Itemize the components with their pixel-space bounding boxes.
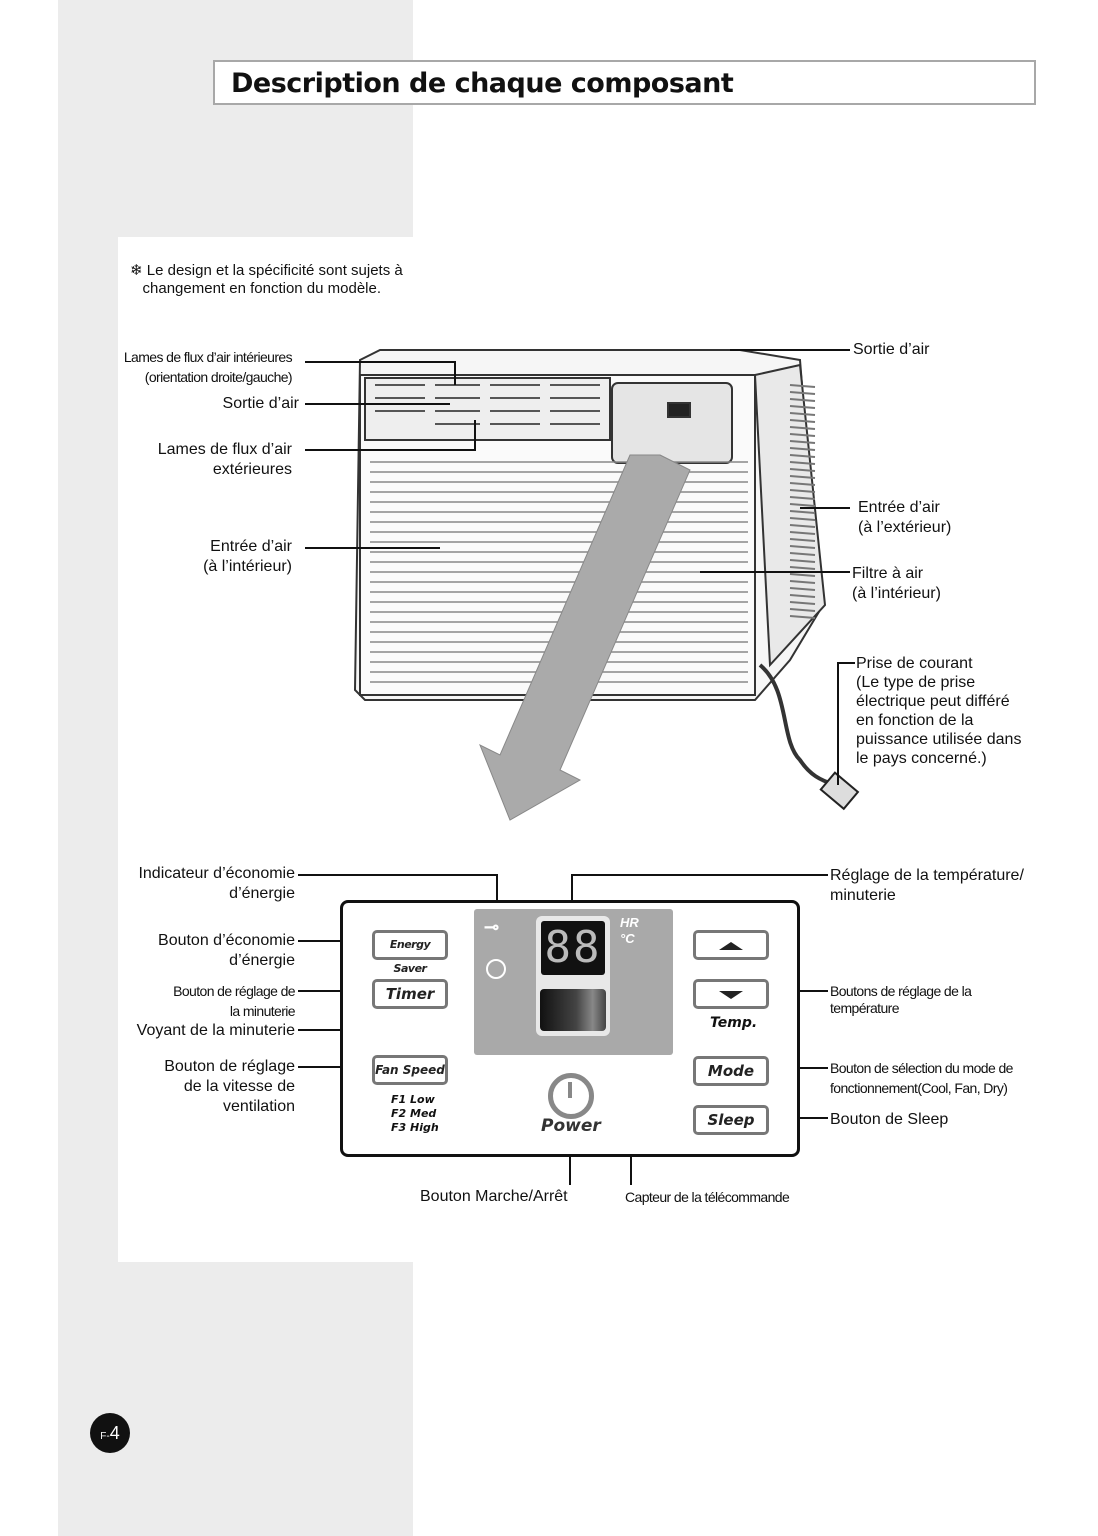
label-inner-louvers: Lames de flux d’air intérieures(orientat… bbox=[123, 349, 293, 385]
side-slat bbox=[789, 531, 816, 535]
fan-speed-button[interactable]: Fan Speed bbox=[372, 1055, 448, 1085]
energy-saver-indicator-icon: ⊸ bbox=[484, 917, 500, 937]
arrow-up-icon bbox=[719, 942, 743, 950]
mode-button[interactable]: Mode bbox=[693, 1056, 769, 1086]
sleep-button[interactable]: Sleep bbox=[693, 1105, 769, 1135]
energy-saver-button[interactable]: Energy Saver bbox=[372, 930, 448, 975]
page-title: Description de chaque composant bbox=[231, 68, 734, 99]
note-line: Le design et la spécificité sont sujets … bbox=[146, 262, 403, 279]
side-slat bbox=[789, 496, 816, 500]
side-slat bbox=[789, 398, 816, 402]
side-slat bbox=[789, 454, 816, 458]
side-slat bbox=[789, 412, 816, 416]
label-power-button: Bouton Marche/Arrêt bbox=[420, 1188, 568, 1205]
side-slat bbox=[789, 594, 816, 598]
side-slat bbox=[789, 601, 816, 605]
side-slat bbox=[789, 538, 816, 542]
remote-sensor bbox=[540, 989, 606, 1031]
side-slat bbox=[789, 447, 816, 451]
side-grille bbox=[789, 384, 816, 619]
side-slat bbox=[789, 552, 816, 556]
label-air-outlet-left: Sortie d’air bbox=[222, 395, 299, 412]
power-cord bbox=[758, 663, 836, 787]
temp-up-button[interactable] bbox=[693, 930, 769, 960]
label-remote-sensor: Capteur de la télécommande bbox=[625, 1189, 790, 1205]
side-slat bbox=[789, 384, 816, 388]
side-slat bbox=[789, 482, 816, 486]
side-slat bbox=[789, 405, 816, 409]
display-area: ⊸ 88 HR°C bbox=[474, 909, 673, 1055]
page-number: F-4 bbox=[90, 1413, 130, 1453]
display-window: 88 bbox=[536, 916, 610, 1036]
side-slat bbox=[789, 391, 816, 395]
timer-button[interactable]: Timer bbox=[372, 979, 448, 1009]
side-slat bbox=[789, 433, 816, 437]
side-slat bbox=[789, 475, 816, 479]
label-air-inlet-outside: Entrée d’air(à l’extérieur) bbox=[858, 499, 952, 536]
side-slat bbox=[789, 440, 816, 444]
side-slat bbox=[789, 587, 816, 591]
label-air-filter: Filtre à air(à l’intérieur) bbox=[852, 565, 941, 602]
vent-louvers bbox=[375, 384, 600, 425]
power-button[interactable] bbox=[548, 1073, 594, 1119]
side-slat bbox=[789, 608, 816, 612]
unit-indicators: HR°C bbox=[620, 915, 639, 946]
note-line: changement en fonction du modèle. bbox=[142, 280, 382, 297]
side-slat bbox=[789, 468, 816, 472]
plug-icon bbox=[819, 771, 860, 811]
side-slat bbox=[789, 545, 816, 549]
label-sleep-button: Bouton de Sleep bbox=[830, 1111, 949, 1128]
side-slat bbox=[789, 566, 816, 570]
temperature-display: 88 bbox=[541, 921, 605, 975]
arrow-down-icon bbox=[719, 991, 743, 999]
side-slat bbox=[789, 419, 816, 423]
power-label: Power bbox=[541, 1116, 601, 1136]
label-air-inlet-inside: Entrée d’air(à l’intérieur) bbox=[203, 538, 292, 575]
title-box: Description de chaque composant bbox=[213, 60, 1036, 105]
side-slat bbox=[789, 580, 816, 584]
side-slat bbox=[789, 524, 816, 528]
side-slat bbox=[789, 559, 816, 563]
side-slat bbox=[789, 489, 816, 493]
side-slat bbox=[789, 615, 816, 619]
label-air-outlet-right: Sortie d’air bbox=[853, 341, 930, 358]
side-slat bbox=[789, 510, 816, 514]
temp-down-button[interactable] bbox=[693, 979, 769, 1009]
side-slat bbox=[789, 426, 816, 430]
design-note: ❄ Le design et la spécificité sont sujet… bbox=[130, 262, 403, 298]
label-temp-setting: Réglage de la température/minuterie bbox=[830, 867, 1024, 904]
side-slat bbox=[789, 461, 816, 465]
side-slat bbox=[789, 517, 816, 521]
timer-indicator-icon bbox=[486, 959, 506, 979]
temp-label: Temp. bbox=[710, 1015, 758, 1031]
power-icon bbox=[568, 1082, 572, 1098]
side-slat bbox=[789, 503, 816, 507]
side-slat bbox=[789, 573, 816, 577]
snowflake-icon: ❄ bbox=[130, 262, 143, 279]
arrow-icon bbox=[479, 454, 691, 821]
label-timer-lamp: Voyant de la minuterie bbox=[136, 1022, 295, 1039]
